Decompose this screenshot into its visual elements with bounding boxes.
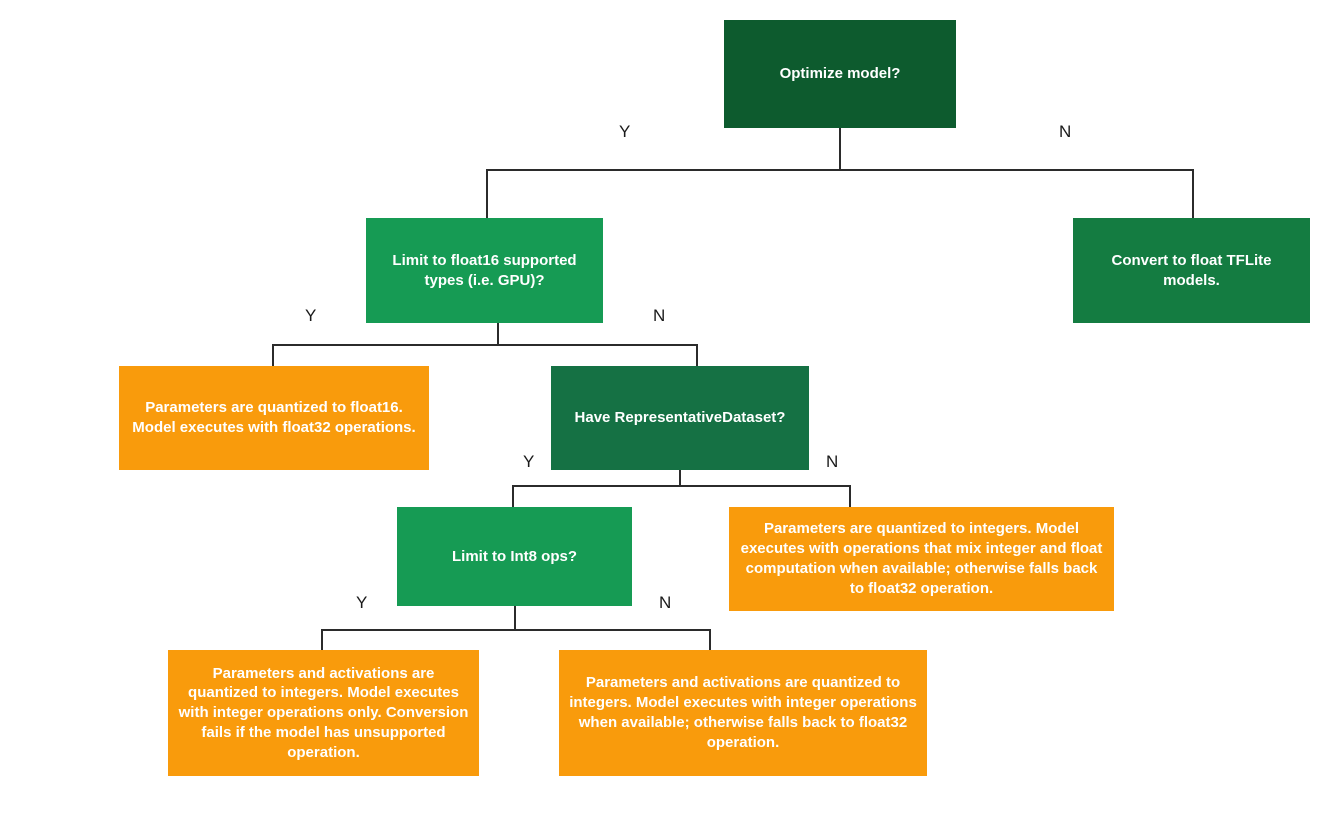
edge-label-optimize-no: N — [1059, 122, 1072, 141]
edge-label-dataset-no: N — [826, 452, 839, 471]
node-limit-int8-ops[interactable]: Limit to Int8 ops? — [397, 507, 632, 606]
node-limit-float16-label: Limit to float16 supported types (i.e. G… — [392, 251, 577, 289]
node-result-int-only[interactable]: Parameters and activations are quantized… — [168, 650, 479, 776]
edge-float16-stem — [497, 323, 499, 345]
node-have-representative-dataset-label: Have RepresentativeDataset? — [574, 409, 786, 427]
node-convert-float-tflite[interactable]: Convert to float TFLite models. — [1073, 218, 1310, 323]
node-optimize-model-label: Optimize model? — [779, 65, 901, 83]
edge-optimize-branch-bar — [486, 169, 1194, 171]
edge-float16-no-drop — [696, 344, 698, 366]
edge-label-float16-no: N — [653, 306, 666, 325]
edge-label-dataset-yes: Y — [523, 452, 535, 471]
edge-optimize-stem — [839, 128, 841, 171]
edge-label-int8-yes: Y — [356, 593, 368, 612]
node-have-representative-dataset[interactable]: Have RepresentativeDataset? — [551, 366, 809, 470]
edge-int8-yes-drop — [321, 629, 323, 650]
node-result-float16-label: Parameters are quantized to float16. Mod… — [132, 399, 416, 436]
edge-dataset-no-drop — [849, 485, 851, 507]
edge-int8-branch-bar — [321, 629, 711, 631]
edge-dataset-branch-bar — [512, 485, 851, 487]
node-result-mixed-int-float[interactable]: Parameters are quantized to integers. Mo… — [729, 507, 1114, 611]
node-result-int-only-label: Parameters and activations are quantized… — [178, 664, 469, 761]
node-result-mixed-int-float-label: Parameters are quantized to integers. Mo… — [740, 520, 1103, 597]
edge-int8-no-drop — [709, 629, 711, 650]
node-optimize-model[interactable]: Optimize model? — [724, 20, 956, 128]
edge-int8-stem — [514, 606, 516, 629]
edge-optimize-no-drop — [1192, 169, 1194, 218]
edge-optimize-yes-drop — [486, 169, 488, 218]
node-result-int-fallback-label: Parameters and activations are quantized… — [569, 674, 917, 751]
edge-dataset-stem — [679, 470, 681, 485]
edge-label-float16-yes: Y — [305, 306, 317, 325]
edge-label-int8-no: N — [659, 593, 672, 612]
node-limit-float16[interactable]: Limit to float16 supported types (i.e. G… — [366, 218, 603, 323]
node-result-int-fallback[interactable]: Parameters and activations are quantized… — [559, 650, 927, 776]
node-limit-int8-ops-label: Limit to Int8 ops? — [452, 547, 577, 565]
node-result-float16[interactable]: Parameters are quantized to float16. Mod… — [119, 366, 429, 470]
node-convert-float-tflite-label: Convert to float TFLite models. — [1111, 251, 1272, 289]
edge-float16-yes-drop — [272, 344, 274, 366]
edge-label-optimize-yes: Y — [619, 122, 631, 141]
edge-float16-branch-bar — [272, 344, 698, 346]
edge-dataset-yes-drop — [512, 485, 514, 507]
